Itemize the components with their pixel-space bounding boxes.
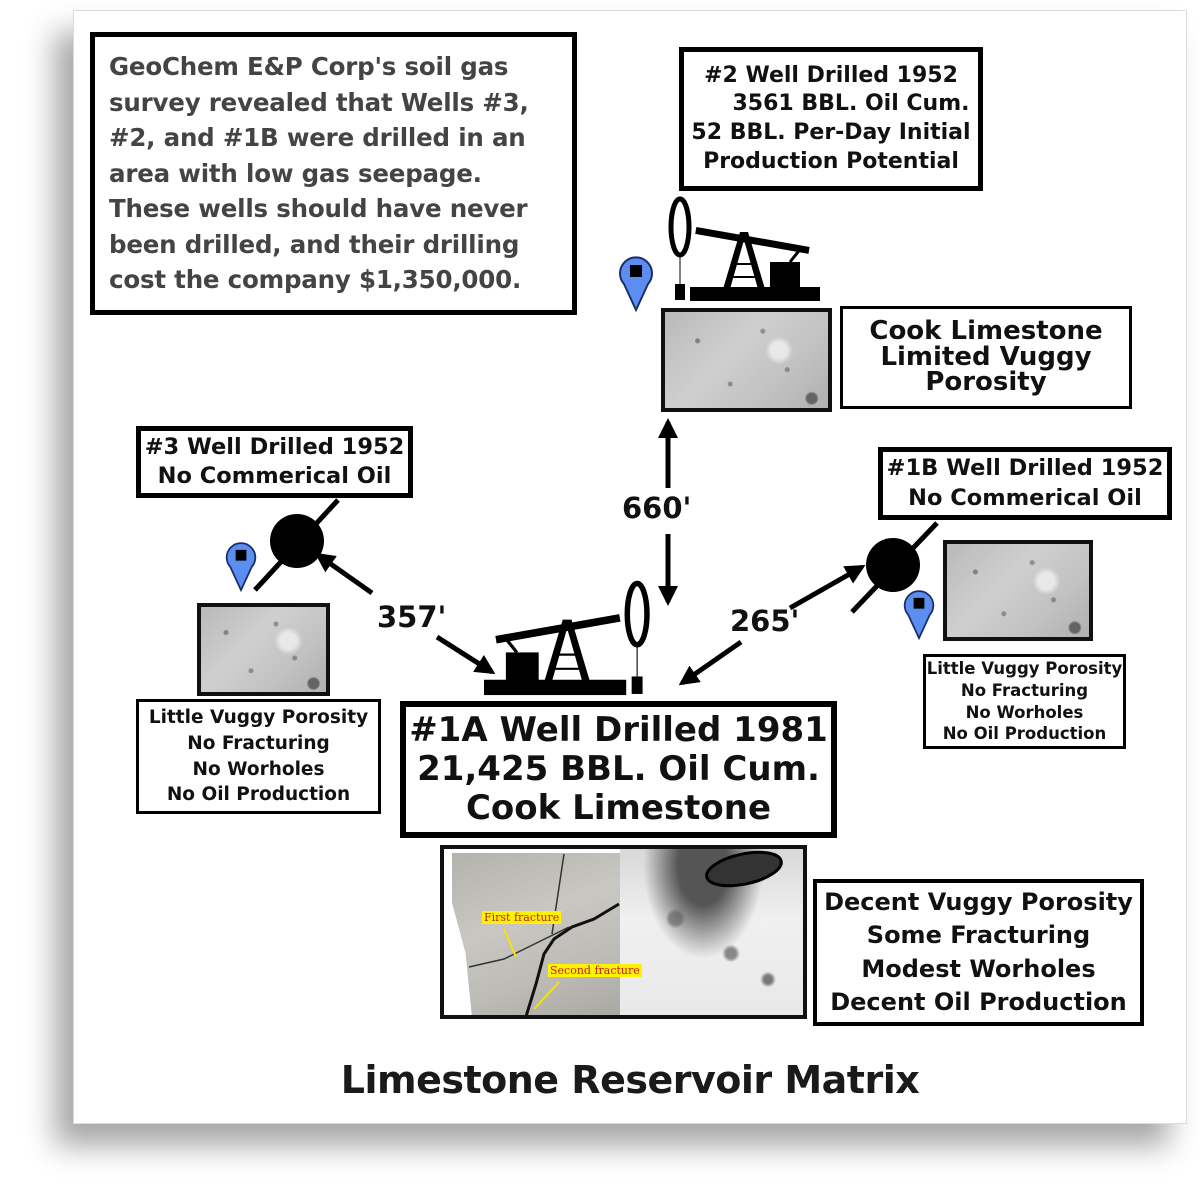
rock-desc-line: No Fracturing [187,732,330,754]
core-label-second-fracture: Second fracture [548,964,642,977]
rock-desc-line: Cook Limestone [869,316,1103,347]
rock-desc-line: Little Vuggy Porosity [926,658,1123,678]
well-3-marker-icon [270,514,324,568]
rock-desc-line: Limited Vuggy [880,341,1092,372]
well-1b-rock-description: Little Vuggy Porosity No Fracturing No W… [923,654,1126,749]
map-pin-icon-well-2 [619,256,653,313]
intro-line: survey revealed that Wells #3, [109,87,529,117]
distance-label-well-1b: 265' [730,604,800,638]
rock-desc-line: Some Fracturing [866,921,1091,950]
arrow-to-well-1b [788,564,866,611]
well-2-ip-cont: Production Potential [703,148,959,174]
rock-desc-line: Decent Oil Production [830,987,1127,1016]
map-pin-icon-well-3 [225,542,257,593]
well-2-cum: 3561 BBL. Oil Cum. [732,91,970,117]
rock-desc-line: Decent Vuggy Porosity [824,888,1133,917]
rock-desc-line: Modest Worholes [861,954,1096,983]
well-1a-formation: Cook Limestone [465,788,772,829]
diagram-title: Limestone Reservoir Matrix [340,1058,920,1102]
well-1a-cum: 21,425 BBL. Oil Cum. [417,748,820,789]
well-1a-title: #1A Well Drilled 1981 [409,709,828,750]
well-1a-rock-description: Decent Vuggy Porosity Some Fracturing Mo… [813,879,1144,1026]
intro-line: #2, and #1B were drilled in an [109,123,526,153]
rock-desc-line: Porosity [925,367,1047,398]
rock-desc-line: No Oil Production [942,724,1107,744]
rock-desc-line: No Worholes [192,758,325,780]
intro-line: GeoChem E&P Corp's soil gas [109,52,509,82]
rock-desc-line: No Worholes [965,702,1084,722]
map-pin-icon-well-1b [903,590,935,641]
rock-desc-line: Little Vuggy Porosity [148,707,369,729]
well-2-title: #2 Well Drilled 1952 [704,62,958,88]
intro-line: These wells should have never [109,194,528,224]
well-3-title: #3 Well Drilled 1952 [144,433,405,460]
rock-desc-line: No Oil Production [166,784,351,806]
intro-line: area with low gas seepage. [109,158,482,188]
distance-label-well-3: 357' [377,600,447,634]
well-3-rock-description: Little Vuggy Porosity No Fracturing No W… [136,699,381,814]
well-1a-label: #1A Well Drilled 1981 21,425 BBL. Oil Cu… [400,701,837,838]
well-1b-label: #1B Well Drilled 1952 No Commerical Oil [878,447,1172,520]
well-3-status: No Commerical Oil [157,463,392,489]
arrow-from-357-to-well-1a [435,634,496,675]
rock-sample-image-well-2 [661,308,832,412]
well-2-label: #2 Well Drilled 1952 3561 BBL. Oil Cum. … [679,47,983,191]
intro-line: cost the company $1,350,000. [109,265,522,295]
well-1b-status: No Commerical Oil [908,484,1142,511]
well-2-rock-description: Cook Limestone Limited Vuggy Porosity [840,306,1132,409]
well-2-ip: 52 BBL. Per-Day Initial [691,120,971,145]
intro-line: been drilled, and their drilling [109,229,520,259]
fracture-lines [468,850,783,1015]
core-label-first-fracture: First fracture [482,911,562,924]
pump-jack-icon-well-1a [484,580,650,696]
rock-desc-line: No Fracturing [960,680,1089,700]
pump-jack-icon-well-2 [668,196,820,301]
well-3-label: #3 Well Drilled 1952 No Commerical Oil [136,426,413,498]
rock-sample-image-well-3 [197,603,330,696]
distance-label-well-2: 660' [622,491,692,525]
well-1b-marker-icon [866,538,920,592]
arrow-from-265-to-well-1a [678,639,743,686]
core-sample-image-well-1a: First fracture Second fracture [440,845,807,1019]
rock-sample-image-well-1b [943,540,1093,641]
intro-note-box: GeoChem E&P Corp's soil gas survey revea… [90,32,577,315]
arrow-to-well-3 [314,552,374,596]
well-1b-title: #1B Well Drilled 1952 [886,455,1164,482]
